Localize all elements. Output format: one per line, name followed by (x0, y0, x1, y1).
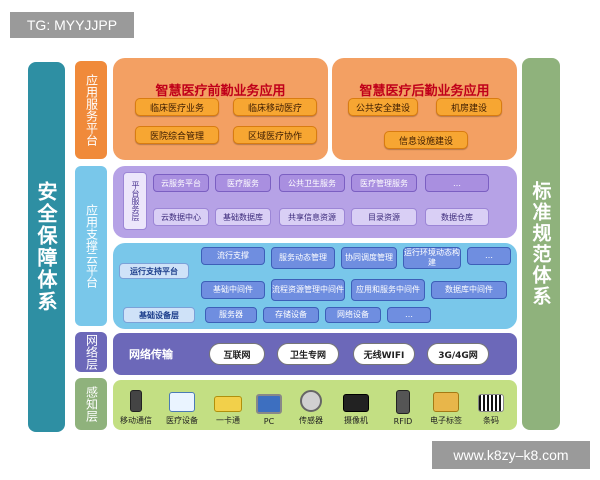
ops-row2-item-3: 应用和服务中间件 (351, 279, 425, 301)
barcode-icon (478, 394, 504, 412)
back-business-title: 智慧医疗后勤业务应用 (359, 84, 490, 99)
device-label: PC (263, 417, 275, 426)
ops-row1-item-2: 服务动态管理 (271, 247, 335, 269)
pc-icon (256, 394, 282, 414)
device-label: 一卡通 (216, 416, 240, 425)
front-business-panel: 智慧医疗前勤业务应用 临床医疗业务 临床移动医疗 医院综合管理 区域医疗协作 (113, 58, 328, 160)
ops-row1-item-1: 流行支撑 (201, 247, 265, 265)
network-transport-label: 网络传输 (129, 348, 173, 361)
camera-icon (343, 394, 369, 412)
platform-row1-item-5: … (425, 174, 489, 192)
platform-row2-item-1: 云数据中心 (153, 208, 209, 226)
infra-item-1: 服务器 (205, 307, 257, 323)
device-rfid: RFID (383, 384, 423, 426)
device-label: 条码 (483, 416, 499, 425)
device-label: 移动通信 (120, 416, 152, 425)
network-item-internet: 互联网 (209, 343, 265, 365)
standards-system-bar: 标准规范体系 (522, 58, 560, 430)
infra-layer-label: 基础设备层 (123, 307, 195, 323)
layer-label-app: 应用服务平台 (75, 61, 107, 159)
device-barcode: 条码 (471, 384, 511, 426)
back-item-2: 机房建设 (436, 98, 502, 116)
device-medical: 医疗设备 (159, 384, 205, 426)
layer-label-support: 应用支撑云平台 (75, 166, 107, 326)
infra-item-3: 网络设备 (325, 307, 381, 323)
platform-row1-item-2: 医疗服务 (215, 174, 271, 192)
platform-row1-item-4: 医疗管理服务 (351, 174, 417, 192)
tag-icon (433, 392, 459, 412)
infra-item-4: … (387, 307, 431, 323)
front-item-1: 临床医疗业务 (135, 98, 219, 116)
front-item-2: 临床移动医疗 (233, 98, 317, 116)
ops-row2-item-2: 流程资源管理中间件 (271, 279, 345, 301)
platform-service-panel: 平台服务层 云服务平台 医疗服务 公共卫生服务 医疗管理服务 … 云数据中心 基… (113, 166, 517, 238)
layer-label-network: 网络层 (75, 332, 107, 372)
device-etag: 电子标签 (423, 384, 469, 426)
platform-row1-item-3: 公共卫生服务 (279, 174, 345, 192)
device-label: 传感器 (299, 416, 323, 425)
device-mobile: 移动通信 (115, 384, 157, 426)
back-item-3: 信息设施建设 (384, 131, 468, 149)
platform-row1-item-1: 云服务平台 (153, 174, 209, 192)
medical-device-icon (169, 392, 195, 412)
device-camera: 摄像机 (335, 384, 377, 426)
device-pc: PC (249, 384, 289, 426)
operation-support-panel: 运行支持平台 流行支撑 服务动态管理 协同调度管理 运行环境动态构建 … 基础中… (113, 243, 517, 329)
mobile-icon (130, 390, 142, 412)
front-business-title: 智慧医疗前勤业务应用 (155, 84, 286, 99)
device-sensor: 传感器 (289, 384, 333, 426)
platform-row2-item-5: 数据仓库 (425, 208, 489, 226)
network-item-wifi: 无线WIFI (353, 343, 415, 365)
infra-item-2: 存储设备 (263, 307, 319, 323)
security-system-bar: 安全保障体系 (28, 62, 65, 432)
ops-row1-item-5: … (467, 247, 511, 265)
watermark-url: www.k8zy–k8.com (432, 441, 590, 469)
layer-label-sense: 感知层 (75, 378, 107, 430)
front-item-4: 区域医疗协作 (233, 126, 317, 144)
rfid-icon (396, 390, 410, 414)
network-item-mobile-net: 3G/4G网 (427, 343, 489, 365)
platform-row2-item-4: 目录资源 (351, 208, 417, 226)
sensing-panel: 移动通信 医疗设备 一卡通 PC 传感器 摄像机 RFID 电子标签 条码 (113, 380, 517, 430)
back-business-panel: 智慧医疗后勤业务应用 公共安全建设 机房建设 信息设施建设 (332, 58, 517, 160)
platform-service-label: 平台服务层 (123, 172, 147, 230)
platform-row2-item-3: 共享信息资源 (279, 208, 345, 226)
device-label: RFID (393, 417, 413, 426)
device-label: 电子标签 (430, 416, 462, 425)
network-item-health-net: 卫生专网 (277, 343, 339, 365)
ops-row2-item-1: 基础中间件 (201, 281, 265, 299)
sensor-icon (300, 390, 322, 412)
operation-support-label: 运行支持平台 (119, 263, 189, 279)
front-item-3: 医院综合管理 (135, 126, 219, 144)
back-item-1: 公共安全建设 (348, 98, 418, 116)
device-label: 医疗设备 (166, 416, 198, 425)
ops-row1-item-3: 协同调度管理 (341, 247, 397, 269)
ops-row1-item-4: 运行环境动态构建 (403, 247, 461, 269)
card-icon (214, 396, 242, 412)
watermark-label: TG: MYYJJPP (10, 12, 134, 38)
platform-row2-item-2: 基础数据库 (215, 208, 271, 226)
network-panel: 网络传输 互联网 卫生专网 无线WIFI 3G/4G网 (113, 333, 517, 375)
device-card: 一卡通 (207, 384, 249, 426)
ops-row2-item-4: 数据库中间件 (431, 281, 507, 299)
device-label: 摄像机 (344, 416, 368, 425)
